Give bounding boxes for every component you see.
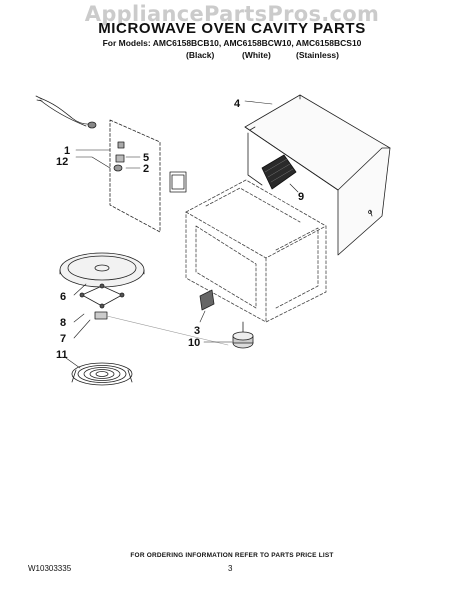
leader-lines xyxy=(65,100,299,369)
callout-3: 3 xyxy=(194,325,200,337)
callout-1: 1 xyxy=(64,145,70,157)
models-line: For Models: AMC6158BCB10, AMC6158BCW10, … xyxy=(102,38,362,48)
finish-white: (White) xyxy=(242,50,271,60)
fastener-parts xyxy=(113,141,125,172)
page-title: MICROWAVE OVEN CAVITY PARTS xyxy=(98,20,366,37)
callout-10: 10 xyxy=(188,337,200,349)
callout-2: 2 xyxy=(143,163,149,175)
watermark: AppliancePartsPros.com xyxy=(84,2,380,26)
cover-plate-part xyxy=(199,289,215,311)
inner-cavity-part xyxy=(185,179,327,323)
heating-element-part xyxy=(71,362,133,386)
mounting-plate-part xyxy=(109,119,187,233)
finish-black: (Black) xyxy=(186,50,215,60)
roller-ring-part xyxy=(79,283,125,309)
ordering-note: FOR ORDERING INFORMATION REFER TO PARTS … xyxy=(130,552,334,559)
callout-12: 12 xyxy=(56,156,68,168)
motor-part xyxy=(232,321,254,349)
document-number: W10303335 xyxy=(28,564,72,573)
callout-5: 5 xyxy=(143,152,149,164)
vent-grille-part xyxy=(261,154,297,190)
callout-11: 11 xyxy=(56,349,68,361)
callout-4: 4 xyxy=(234,98,241,110)
wire-harness-part xyxy=(35,95,97,129)
callout-7: 7 xyxy=(60,333,66,345)
turntable-tray-part xyxy=(59,252,145,288)
callout-8: 8 xyxy=(60,317,66,329)
callout-9: 9 xyxy=(298,191,304,203)
coupler-part xyxy=(94,311,229,346)
callout-6: 6 xyxy=(60,291,66,303)
page-number: 3 xyxy=(228,564,233,573)
outer-cabinet-part xyxy=(244,94,391,256)
finish-stainless: (Stainless) xyxy=(296,50,339,60)
